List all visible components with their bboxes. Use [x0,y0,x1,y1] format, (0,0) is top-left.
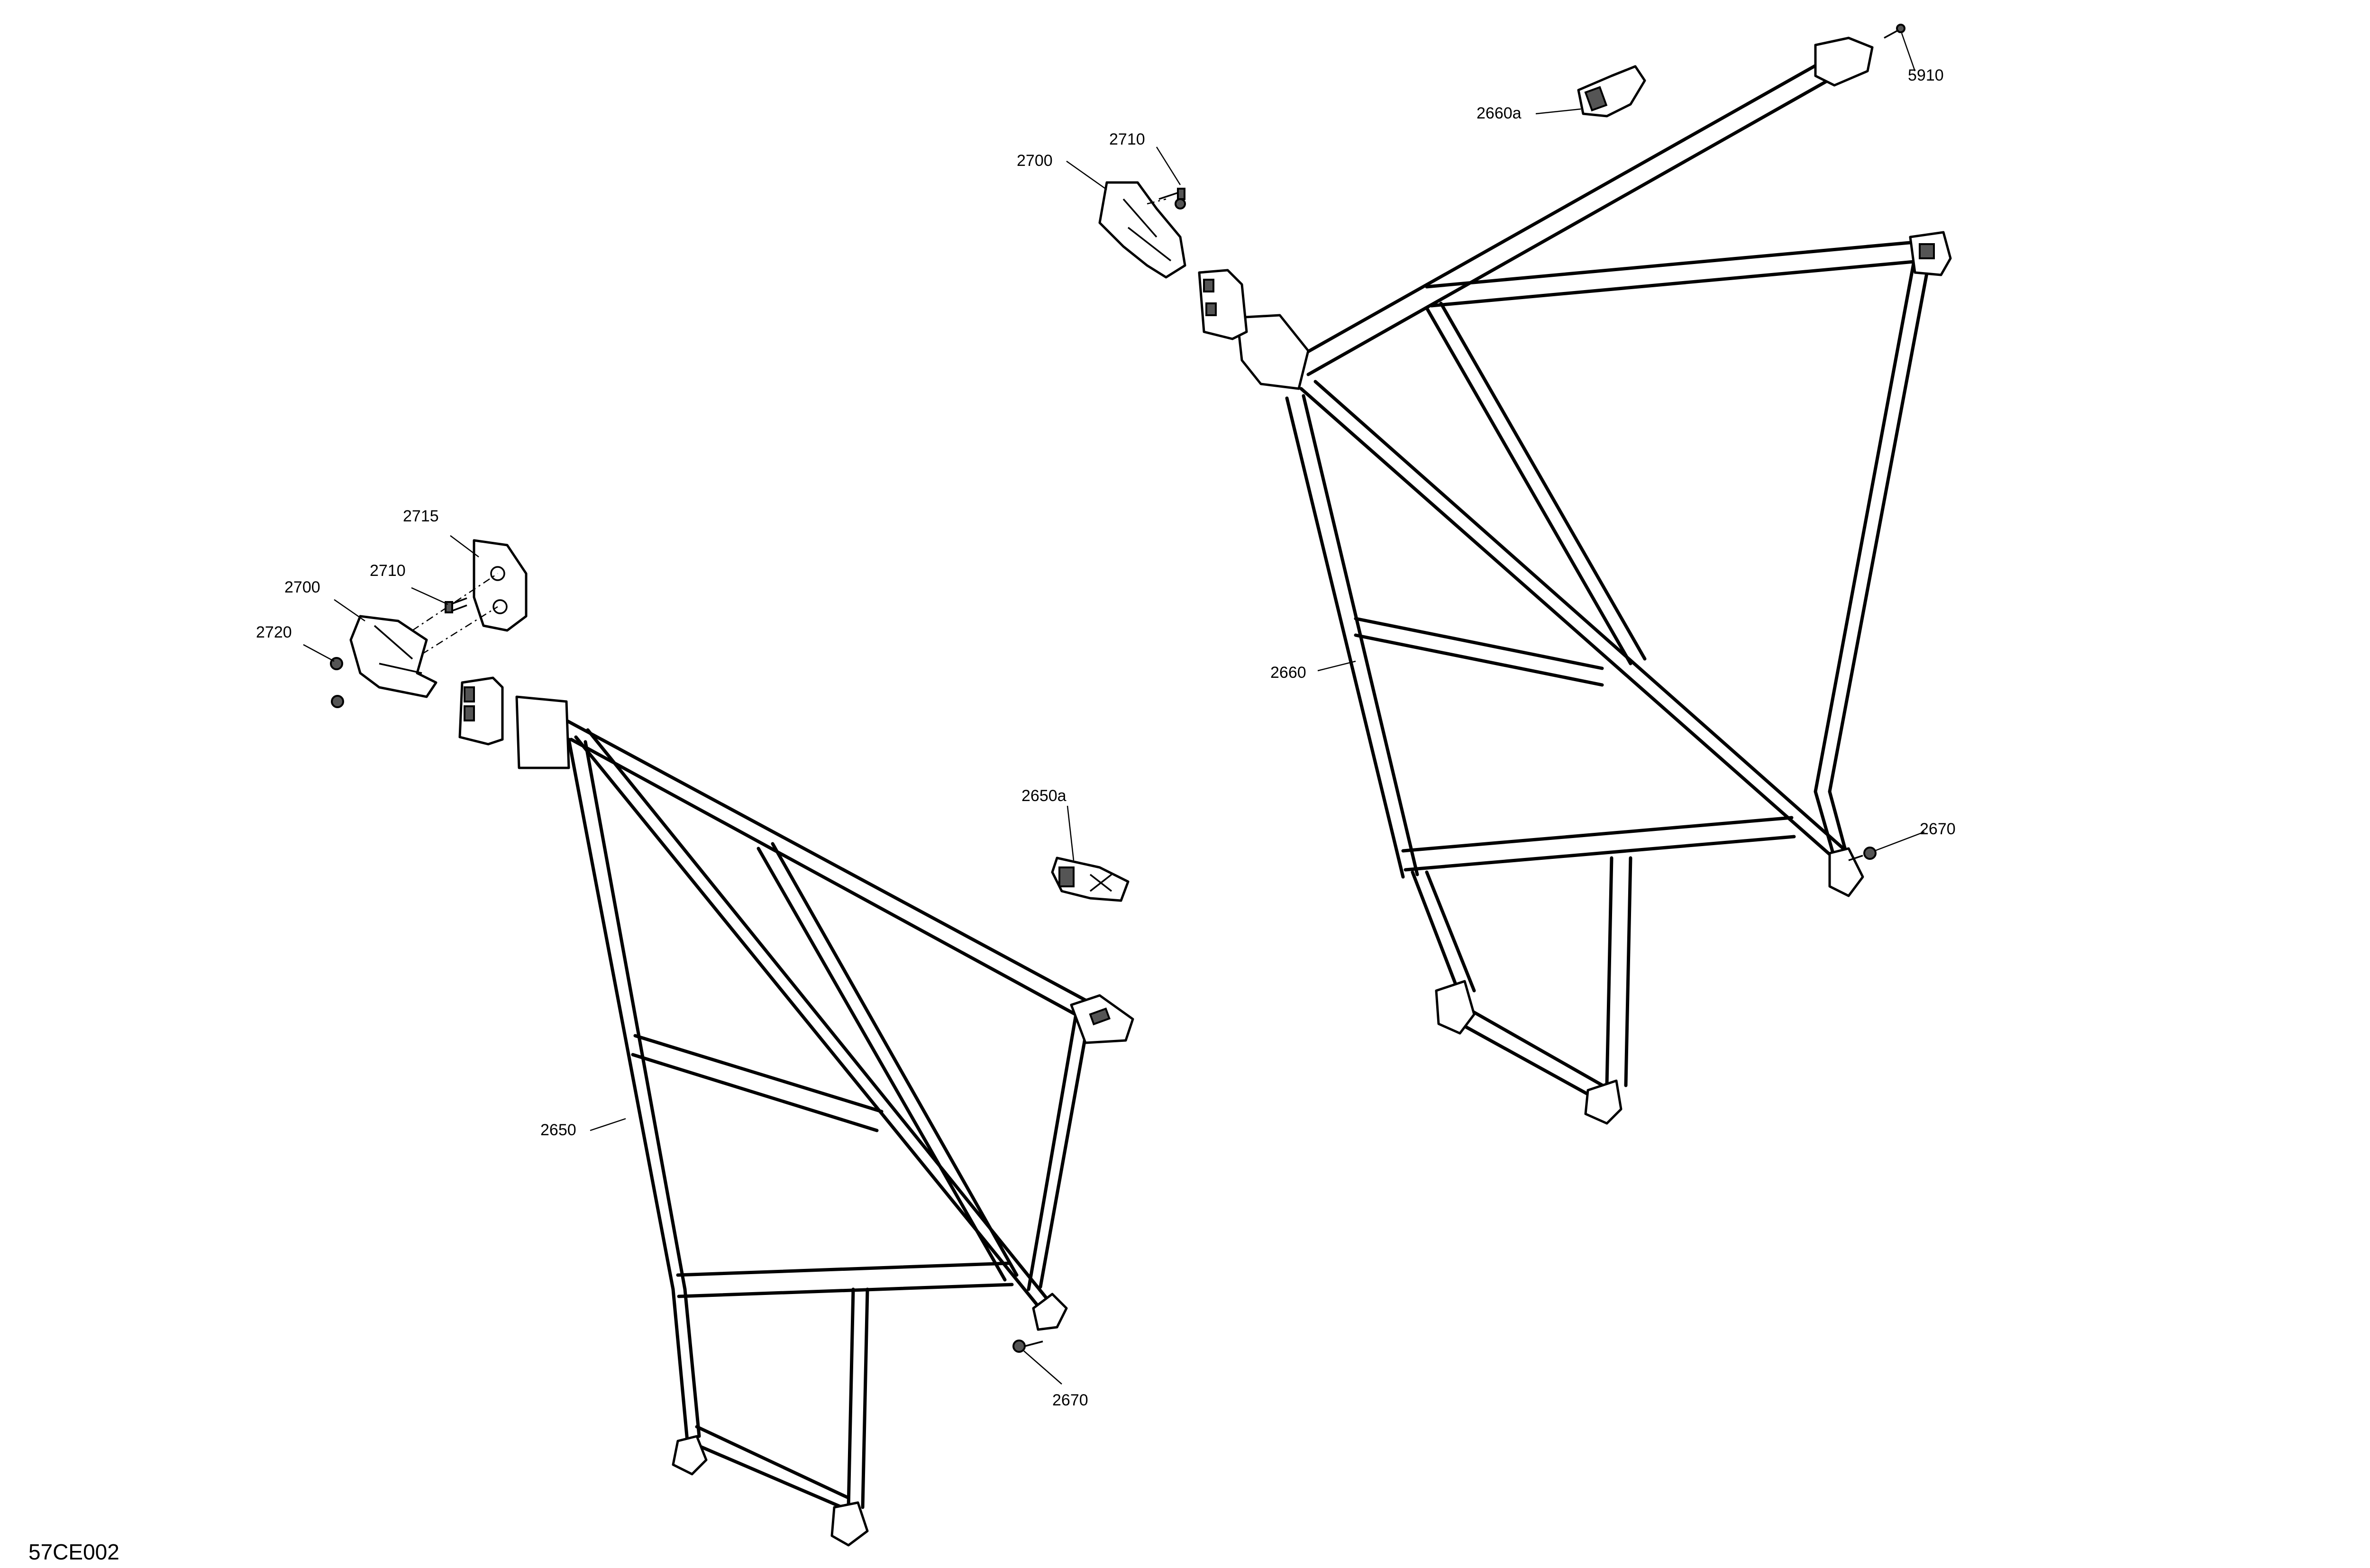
callout-2670-left: 2670 [1052,1391,1088,1409]
net-2660 [1198,36,1952,1125]
clip-2650a [1051,857,1130,902]
callout-2700-right: 2700 [1017,152,1053,170]
nut-2720-b [331,695,344,708]
nut-2720-a [330,657,343,670]
bracket-2700-left [349,615,438,698]
callout-2650: 2650 [540,1121,576,1139]
screw-2670-left [1012,1340,1043,1353]
callout-2650a: 2650a [1021,787,1066,805]
callout-2700-left: 2700 [284,578,320,596]
screw-5910 [1884,24,1905,39]
screw-2670-right [1848,847,1877,861]
callout-2660: 2660 [1270,664,1306,682]
callout-2715: 2715 [403,507,439,525]
callout-5910: 5910 [1908,66,1944,84]
screw-2710-right [1158,188,1186,210]
plate-2715 [473,539,528,632]
callout-2710-left: 2710 [370,562,406,580]
leader-lines [303,33,1925,1385]
callout-2660a: 2660a [1477,104,1522,122]
callout-2670-right: 2670 [1920,820,1956,838]
callout-2710-right: 2710 [1109,130,1145,148]
callout-2720: 2720 [256,623,292,641]
clip-2660a [1577,65,1646,118]
drawing-id: 57CE002 [28,1540,119,1564]
bracket-2700-right [1098,181,1186,279]
screw-2710-left [445,597,467,613]
net-2650 [458,676,1134,1547]
